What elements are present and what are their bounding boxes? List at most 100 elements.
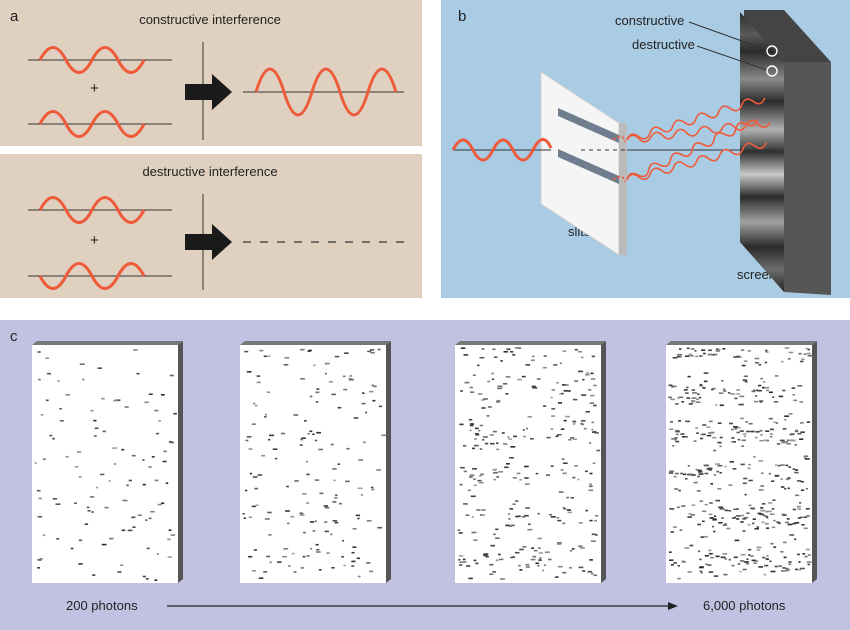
photon-hit bbox=[505, 524, 511, 527]
photon-hit bbox=[701, 349, 706, 351]
photon-hit bbox=[705, 563, 708, 566]
photon-hit bbox=[286, 485, 289, 488]
photon-hit bbox=[677, 577, 681, 580]
photon-hit bbox=[801, 489, 805, 491]
photon-hit bbox=[574, 465, 578, 467]
photon-hit bbox=[715, 404, 718, 406]
photon-hit bbox=[485, 555, 489, 558]
photon-hit bbox=[582, 570, 586, 572]
photon-hit bbox=[744, 381, 748, 383]
photon-hit bbox=[256, 381, 261, 384]
photon-hit bbox=[724, 465, 727, 468]
photon-hit bbox=[38, 497, 43, 500]
photon-hit bbox=[766, 516, 769, 519]
photon-hit bbox=[690, 348, 695, 350]
photon-hit bbox=[527, 416, 532, 418]
photon-hit bbox=[272, 448, 278, 450]
photon-hit bbox=[492, 430, 497, 433]
photon-hit bbox=[498, 558, 504, 561]
photon-hit bbox=[248, 516, 252, 519]
photon-hit bbox=[479, 481, 484, 484]
photon-hit bbox=[521, 375, 526, 378]
photon-hit bbox=[707, 353, 713, 356]
photon-hit bbox=[592, 462, 596, 464]
photon-hit bbox=[503, 443, 508, 445]
photon-hit bbox=[750, 555, 754, 557]
photon-hit bbox=[732, 468, 737, 470]
photon-hit bbox=[331, 393, 336, 396]
photon-hit bbox=[774, 475, 779, 477]
photon-hit bbox=[498, 471, 504, 473]
photon-hit bbox=[773, 546, 777, 548]
photon-hit bbox=[760, 434, 763, 436]
photon-hit bbox=[702, 520, 705, 523]
photon-hit bbox=[716, 470, 720, 473]
photon-hit bbox=[561, 392, 564, 395]
photon-hit bbox=[530, 558, 536, 561]
photon-hit bbox=[131, 454, 136, 457]
wave-constructive-2 bbox=[38, 110, 146, 138]
photon-hit bbox=[507, 436, 510, 438]
photon-hit bbox=[266, 391, 270, 393]
photon-hit bbox=[463, 470, 467, 473]
photon-hit bbox=[743, 477, 748, 480]
photon-hit bbox=[573, 420, 576, 423]
photon-hit bbox=[550, 465, 554, 467]
photon-hit bbox=[806, 515, 810, 517]
photon-hit bbox=[771, 526, 776, 529]
photon-hit bbox=[365, 411, 368, 414]
photon-hit bbox=[697, 523, 701, 526]
screen-4 bbox=[666, 345, 812, 583]
photon-hit bbox=[698, 471, 703, 473]
photon-hit bbox=[681, 401, 684, 403]
photon-hit bbox=[94, 427, 99, 430]
photon-hit bbox=[338, 502, 342, 505]
photon-hit bbox=[524, 514, 529, 517]
photon-hit bbox=[108, 480, 111, 482]
photon-hit bbox=[473, 484, 477, 487]
photon-hit bbox=[474, 438, 477, 440]
photon-hit bbox=[676, 506, 680, 509]
photon-hit bbox=[791, 387, 796, 389]
photon-hit bbox=[703, 380, 708, 383]
photon-hit bbox=[142, 459, 145, 461]
photon-hit bbox=[334, 497, 338, 499]
photon-hit bbox=[805, 508, 810, 510]
photon-hit bbox=[797, 385, 803, 387]
photon-hit bbox=[475, 427, 479, 430]
photon-hit bbox=[730, 393, 736, 395]
photon-hit bbox=[509, 457, 514, 459]
photon-hit bbox=[715, 499, 720, 502]
photon-hit bbox=[704, 472, 709, 475]
photon-hit bbox=[799, 516, 803, 519]
photon-hit bbox=[736, 518, 740, 520]
photon-hit bbox=[294, 480, 299, 482]
photon-hit bbox=[671, 385, 675, 388]
photon-hit bbox=[675, 430, 680, 433]
photon-hit bbox=[285, 510, 290, 512]
photon-hit bbox=[765, 349, 768, 352]
photon-hit bbox=[556, 382, 559, 384]
photon-hit bbox=[708, 467, 713, 470]
photon-hit bbox=[771, 480, 775, 482]
photon-hit bbox=[264, 415, 267, 418]
photon-hit bbox=[562, 507, 565, 509]
photon-hit bbox=[314, 439, 318, 442]
photon-hit bbox=[719, 472, 722, 474]
photon-hit bbox=[714, 515, 717, 517]
photon-hit bbox=[533, 549, 538, 552]
photon-hit bbox=[367, 350, 372, 353]
photon-hit bbox=[780, 486, 785, 488]
photon-hit bbox=[307, 433, 310, 435]
photon-hit bbox=[348, 378, 353, 380]
plus-sign-top: + bbox=[90, 80, 99, 97]
photon-hit bbox=[356, 557, 360, 560]
photon-hit bbox=[299, 512, 304, 515]
photon-hit bbox=[750, 430, 754, 433]
photon-hit bbox=[121, 529, 126, 532]
photon-hit bbox=[745, 421, 748, 423]
photon-hit bbox=[731, 437, 735, 439]
photon-hit bbox=[328, 381, 333, 383]
photon-hit bbox=[154, 409, 159, 412]
photon-hit bbox=[757, 512, 762, 515]
